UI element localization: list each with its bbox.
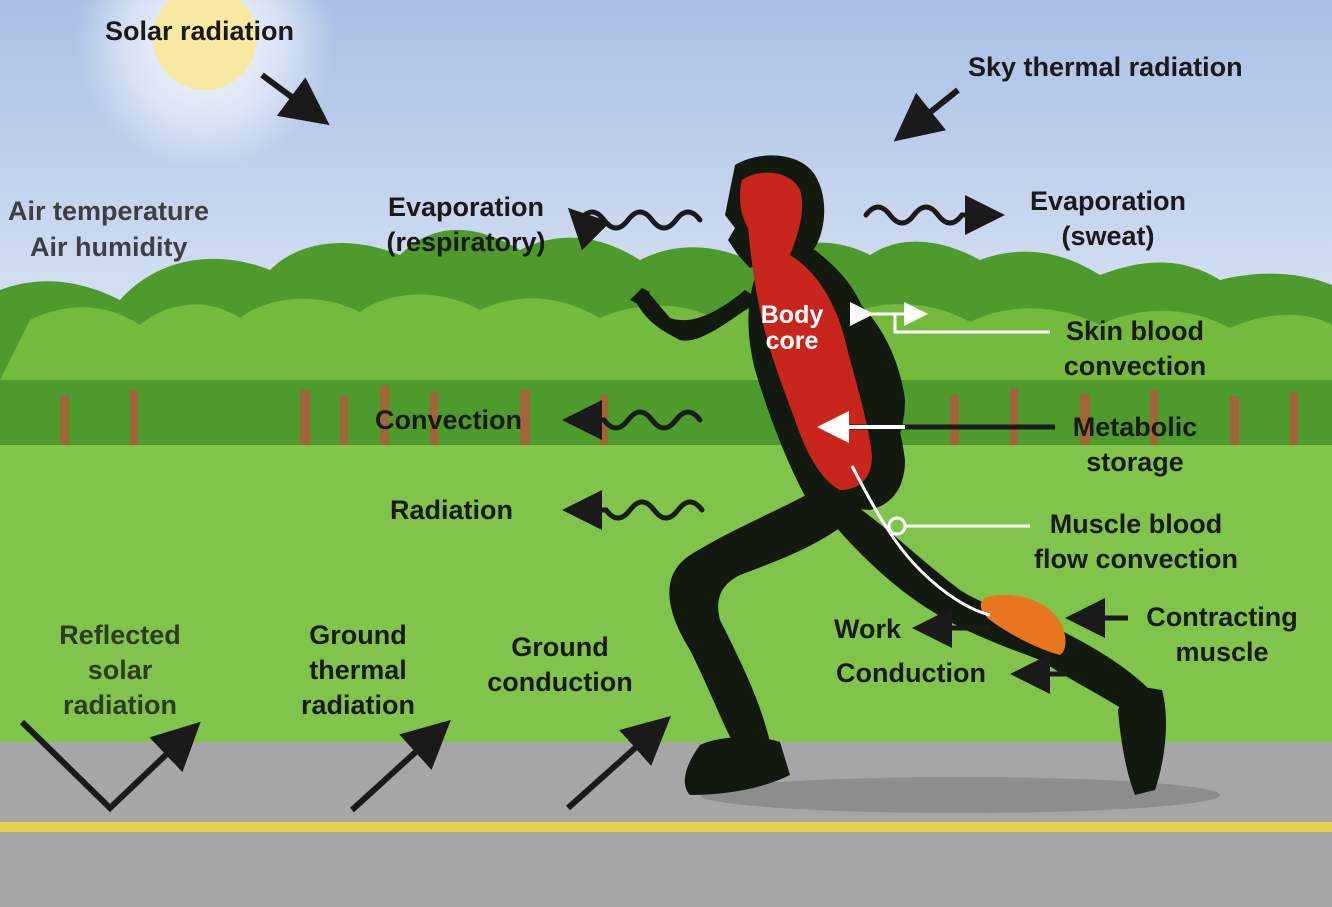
skin-blood-convection-label: Skin blood convection	[1052, 314, 1218, 384]
evaporation-respiratory-label: Evaporation (respiratory)	[366, 190, 566, 260]
ground-conduction-line-2: conduction	[487, 667, 633, 697]
road-line	[0, 822, 1332, 832]
metabolic-storage-line-1: Metabolic	[1072, 412, 1198, 442]
skin-blood-leader	[893, 314, 1050, 334]
evaporation-sweat-label: Evaporation (sweat)	[1008, 184, 1208, 254]
white-arrows	[817, 302, 1050, 617]
body-core-line-2: core	[765, 327, 819, 355]
evaporation-sweat-line-1: Evaporation	[1029, 186, 1187, 216]
contracting-muscle-line-1: Contracting	[1146, 602, 1298, 632]
evaporation-respiratory-wave	[567, 207, 703, 251]
skin-blood-convection-line-2: convection	[1063, 351, 1207, 381]
reflected-solar-line-3: radiation	[62, 690, 177, 720]
muscle-blood-flow-line-1: Muscle blood	[1049, 509, 1223, 539]
reflected-solar-line-1: Reflected	[59, 620, 181, 650]
muscle-blood-flow-label: Muscle blood flow convection	[1018, 507, 1254, 577]
ground-thermal-line-1: Ground	[309, 620, 407, 650]
work-label: Work	[834, 614, 902, 644]
radiation-wave	[562, 490, 705, 530]
body-core-line-1: Body	[760, 301, 824, 329]
conduction-label: Conduction	[836, 658, 986, 688]
evaporation-sweat-wave	[863, 195, 1005, 235]
ground-thermal-line-2: thermal	[309, 655, 407, 685]
ground-conduction-arrow	[566, 716, 671, 811]
evaporation-respiratory-line-2: (respiratory)	[386, 227, 546, 257]
reflected-solar-radiation-label: Reflected solar radiation	[40, 618, 200, 723]
runner-shadow	[700, 777, 1220, 813]
metabolic-storage-line-2: storage	[1086, 447, 1184, 477]
contracting-muscle-label: Contracting muscle	[1133, 600, 1311, 670]
body-core-shape	[740, 172, 872, 490]
convection-wave	[562, 400, 703, 440]
radiation-label: Radiation	[390, 495, 514, 525]
evaporation-sweat-line-2: (sweat)	[1061, 221, 1155, 251]
ground-conduction-line-1: Ground	[511, 632, 609, 662]
ground-thermal-arrow	[349, 719, 451, 813]
reflected-solar-line-2: solar	[87, 655, 153, 685]
contracting-muscle-shape	[980, 594, 1066, 655]
metabolic-storage-label: Metabolic storage	[1060, 410, 1210, 480]
muscle-blood-flow-line-2: flow convection	[1033, 544, 1239, 574]
ground-conduction-label: Ground conduction	[470, 630, 650, 700]
sky-thermal-arrow	[893, 87, 960, 142]
skin-blood-convection-line-1: Skin blood	[1066, 316, 1204, 346]
air-temperature-label: Air temperature	[8, 196, 210, 226]
body-core-label: Body core	[744, 302, 840, 354]
air-humidity-label: Air humidity	[30, 232, 188, 262]
tree-highlights	[0, 294, 1332, 380]
solar-radiation-label: Solar radiation	[105, 16, 295, 46]
tree-trunks	[60, 385, 1298, 450]
evaporation-respiratory-line-1: Evaporation	[387, 192, 545, 222]
muscle-blood-flow-curve	[850, 465, 991, 617]
ground-thermal-radiation-label: Ground thermal radiation	[284, 618, 432, 723]
convection-label: Convection	[375, 405, 523, 435]
reflected-solar-arrow	[19, 719, 201, 813]
solar-radiation-arrow	[260, 72, 330, 126]
ground-thermal-line-3: radiation	[300, 690, 415, 720]
sky-thermal-radiation-label: Sky thermal radiation	[968, 52, 1243, 82]
wavy-arrows	[562, 195, 1005, 530]
sun	[153, 0, 257, 90]
contracting-muscle-line-2: muscle	[1175, 637, 1269, 667]
